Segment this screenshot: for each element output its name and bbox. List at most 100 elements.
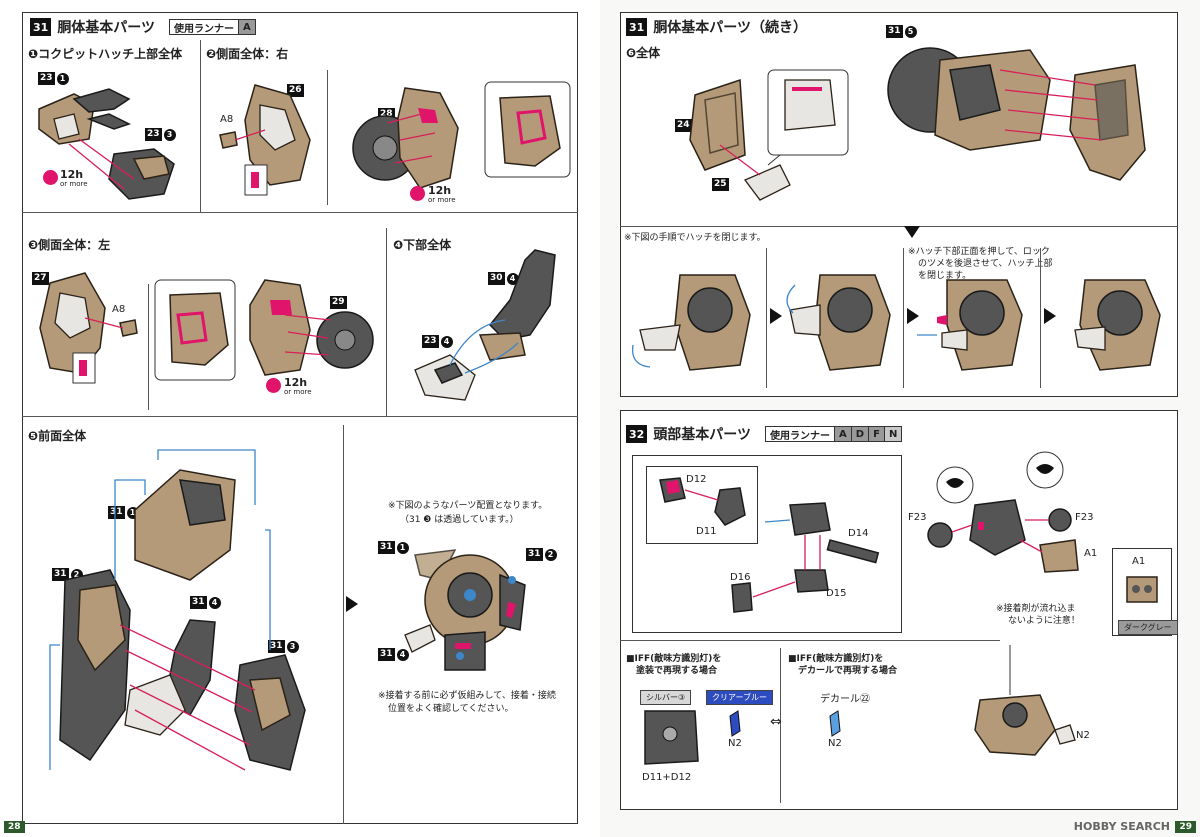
- page-number: 28: [4, 821, 25, 833]
- clock-icon: [43, 170, 58, 185]
- runner-a: A: [834, 427, 851, 441]
- hatch-note: ※下図の手順でハッチを閉じます。: [624, 233, 766, 243]
- divider: [327, 70, 328, 205]
- arrow-right-icon: [1044, 308, 1056, 324]
- side-right-assembly: [352, 81, 571, 189]
- label-d11-d12: D11+D12: [642, 772, 692, 783]
- watermark: HOBBY SEARCH: [1073, 820, 1170, 833]
- hatch-note2-line3: を閉じます。: [918, 271, 972, 281]
- note-glue-1: ※接着する前に必ず仮組みして、接着・接続: [378, 691, 556, 701]
- divider: [620, 640, 1000, 641]
- color-clear-blue: クリアーブルー: [706, 690, 774, 705]
- arrow-down-icon: [904, 226, 920, 238]
- divider: [343, 425, 344, 824]
- divider: [766, 248, 767, 388]
- runner-n: N: [883, 427, 902, 441]
- hatch-note2-line2: のツメを後退させて、ハッチ上部: [918, 259, 1053, 269]
- section-32-header: 32 頭部基本パーツ 使用ランナー A D F N: [626, 424, 903, 444]
- iff-decal-title-1: ■IFF(敵味方識別灯)を: [788, 654, 884, 664]
- label-n2-b: N2: [828, 738, 842, 749]
- sub4-title: ❹下部全体: [393, 238, 452, 252]
- color-silver: シルバー③: [640, 690, 692, 705]
- section-title: 胴体基本パーツ（続き）: [653, 20, 808, 36]
- iff-paint-title-2: 塗装で再現する場合: [636, 666, 718, 676]
- label-d14: D14: [848, 528, 869, 539]
- front-exploded-illustration: [49, 449, 306, 771]
- part-tag-31-4: 31 4: [190, 596, 221, 609]
- side-right-illustration: [219, 84, 311, 196]
- part-tag-26: 26: [287, 84, 304, 97]
- dry-time: 12h: [428, 184, 452, 197]
- part-tag-31-3: 31 3: [268, 640, 299, 653]
- lower-assembly: [414, 249, 556, 401]
- divider: [148, 284, 149, 410]
- hatch-step-2: [786, 274, 891, 371]
- left-page: 31 胴体基本パーツ 使用ランナー A ❶コクピットハッチ上部全体 23 1 2…: [4, 12, 578, 833]
- part-tag-25: 25: [712, 178, 729, 191]
- sub6-title: ❻全体: [626, 46, 661, 60]
- result-tag-31-2: 31 2: [526, 548, 557, 561]
- sub1-title: ❶コクピットハッチ上部全体: [28, 47, 183, 61]
- divider: [386, 228, 387, 416]
- part-tag-27: 27: [32, 272, 49, 285]
- sub2-title: ❷側面全体：右: [206, 47, 289, 61]
- a1-detail-illustration: [1126, 576, 1158, 603]
- dry-time: 12h: [284, 376, 308, 389]
- side-left-assembly: [154, 279, 374, 381]
- step-number: 31: [30, 18, 52, 36]
- color-dark-grey: ダークグレー: [1118, 620, 1178, 635]
- sub3-title: ❸側面全体：左: [28, 238, 111, 252]
- arrow-right-icon: [770, 308, 782, 324]
- glue-note-1: ※接着剤が流れ込ま: [996, 604, 1076, 614]
- divider: [903, 248, 904, 388]
- part-tag-31-5: 31 5: [886, 25, 917, 38]
- hatch-step-1: [631, 274, 751, 371]
- runner-label: 使用ランナー: [174, 23, 235, 35]
- section-31-header: 31 胴体基本パーツ 使用ランナー A: [30, 17, 256, 37]
- head-assembly-illustration: [927, 451, 1079, 573]
- divider: [22, 416, 578, 417]
- step-number: 31: [626, 18, 648, 36]
- label-d11: D11: [696, 526, 717, 537]
- section-title: 頭部基本パーツ: [653, 427, 752, 443]
- part-tag-29: 29: [330, 296, 347, 309]
- result-tag-31-1: 31 1: [378, 541, 409, 554]
- part-tag-24: 24: [675, 119, 692, 132]
- iff-decal-title-2: デカールで再現する場合: [798, 666, 898, 676]
- hatch-step-3: [917, 279, 1023, 371]
- divider: [780, 648, 781, 803]
- glue-note-2: ないように注意！: [1008, 616, 1080, 626]
- label-a1-detail: A1: [1132, 556, 1146, 567]
- hatch-step-4: [1074, 279, 1161, 371]
- part-tag-30-4: 30 4: [488, 272, 519, 285]
- head-final-illustration: [974, 645, 1076, 756]
- iff-paint-title-1: ■IFF(敵味方識別灯)を: [626, 654, 722, 664]
- front-result-illustration: [404, 549, 526, 671]
- divider: [620, 226, 1178, 227]
- label-d16: D16: [730, 572, 751, 583]
- side-left-illustration: [39, 272, 138, 384]
- note-layout-1: ※下図のようなパーツ配置となります。: [388, 501, 548, 511]
- runner-label: 使用ランナー: [770, 430, 831, 442]
- hatch-upper-illustration: [38, 88, 175, 200]
- swap-icon: ⇔: [770, 714, 782, 730]
- clock-icon: [266, 378, 281, 393]
- section-31-cont-header: 31 胴体基本パーツ（続き）: [626, 17, 807, 37]
- dry-time-sub: or more: [284, 388, 312, 396]
- runner-box: 使用ランナー A D F N: [765, 426, 903, 442]
- hatch-note2-line1: ※ハッチ下部正面を押して、ロック: [908, 247, 1050, 257]
- note-layout-2: （31 ❸ は透過しています。）: [400, 515, 519, 525]
- label-a8: A8: [220, 114, 234, 125]
- iff-parts-illustration: [644, 710, 841, 765]
- result-tag-31-4: 31 4: [378, 648, 409, 661]
- dry-time-sub: or more: [60, 180, 88, 188]
- label-d12: D12: [686, 474, 707, 485]
- label-a8: A8: [112, 304, 126, 315]
- note-glue-2: 位置をよく確認してください。: [388, 704, 514, 714]
- section-title: 胴体基本パーツ: [57, 20, 156, 36]
- label-f23-left: F23: [908, 512, 927, 523]
- head-parts-illustration: [659, 477, 880, 613]
- whole-parts-illustration: [689, 69, 849, 201]
- label-a1: A1: [1084, 548, 1098, 559]
- dry-time-sub: or more: [428, 196, 456, 204]
